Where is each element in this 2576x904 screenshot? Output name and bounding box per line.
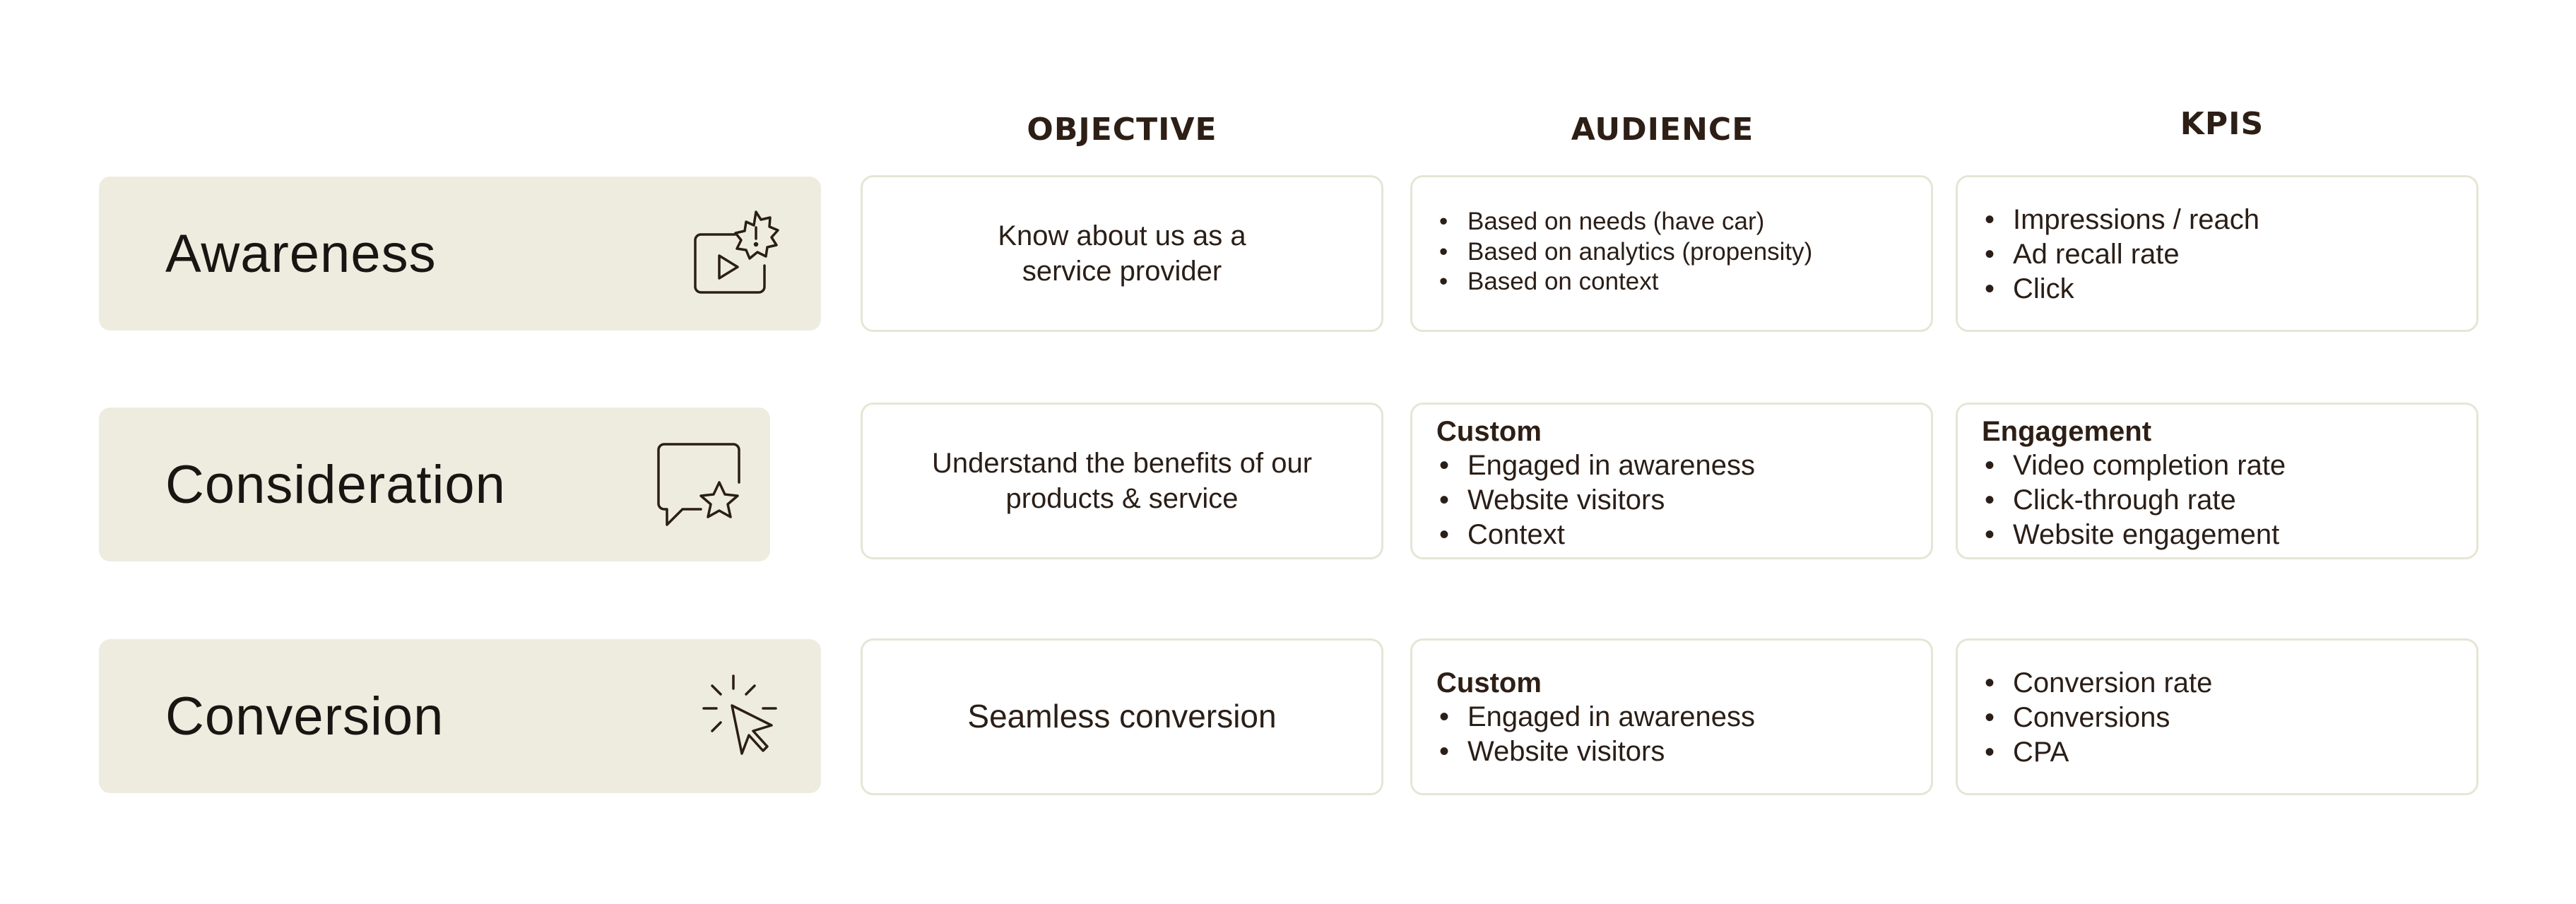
- audience-heading: Custom: [1436, 667, 1542, 698]
- list-item: Website visitors: [1436, 483, 1931, 518]
- kpis-heading: Engagement: [1982, 416, 2152, 447]
- list-item: CPA: [1982, 735, 2476, 770]
- kpis-list: Video completion rate Click-through rate…: [1982, 448, 2476, 552]
- stage-label: Awareness: [165, 223, 437, 284]
- objective-card-conversion: Seamless conversion: [861, 638, 1383, 795]
- objective-text: Seamless conversion: [967, 698, 1277, 735]
- list-item: Impressions / reach: [1982, 203, 2476, 237]
- kpis-list: Conversion rate Conversions CPA: [1982, 666, 2476, 769]
- list-item: Based on analytics (propensity): [1436, 237, 1931, 268]
- audience-list: Based on needs (have car) Based on analy…: [1436, 207, 1931, 297]
- audience-card-awareness: Based on needs (have car) Based on analy…: [1410, 175, 1933, 332]
- list-item: Conversions: [1982, 701, 2476, 735]
- kpis-list: Impressions / reach Ad recall rate Click: [1982, 203, 2476, 306]
- objective-card-consideration: Understand the benefits of our products …: [861, 403, 1383, 559]
- list-item: Based on context: [1436, 267, 1931, 297]
- objective-card-awareness: Know about us as a service provider: [861, 175, 1383, 332]
- audience-header: AUDIENCE: [1571, 112, 1754, 148]
- video-alert-icon: [691, 208, 783, 299]
- list-item: Video completion rate: [1982, 448, 2476, 483]
- chat-star-icon: [654, 439, 746, 530]
- cursor-click-icon: [692, 670, 784, 762]
- objective-text: Know about us as a service provider: [998, 220, 1246, 287]
- audience-card-conversion: Custom Engaged in awareness Website visi…: [1410, 638, 1933, 795]
- audience-list: Engaged in awareness Website visitors Co…: [1436, 448, 1931, 552]
- list-item: Website engagement: [1982, 518, 2476, 552]
- audience-list: Engaged in awareness Website visitors: [1436, 700, 1931, 769]
- stage-label: Consideration: [165, 454, 506, 515]
- list-item: Engaged in awareness: [1436, 448, 1931, 483]
- objective-header: OBJECTIVE: [1027, 112, 1217, 148]
- stage-consideration: Consideration: [99, 408, 770, 561]
- list-item: Based on needs (have car): [1436, 207, 1931, 237]
- stage-conversion: Conversion: [99, 639, 821, 793]
- kpis-card-consideration: Engagement Video completion rate Click-t…: [1956, 403, 2478, 559]
- kpis-card-conversion: Conversion rate Conversions CPA: [1956, 638, 2478, 795]
- stage-awareness: Awareness: [99, 177, 821, 331]
- audience-heading: Custom: [1436, 416, 1542, 447]
- kpis-header: KPIS: [2180, 106, 2264, 142]
- objective-text: Understand the benefits of our products …: [931, 448, 1313, 514]
- stage-label: Conversion: [165, 686, 444, 747]
- list-item: Click: [1982, 272, 2476, 307]
- list-item: Click-through rate: [1982, 483, 2476, 518]
- audience-card-consideration: Custom Engaged in awareness Website visi…: [1410, 403, 1933, 559]
- list-item: Context: [1436, 518, 1931, 552]
- list-item: Engaged in awareness: [1436, 700, 1931, 734]
- kpis-card-awareness: Impressions / reach Ad recall rate Click: [1956, 175, 2478, 332]
- list-item: Conversion rate: [1982, 666, 2476, 701]
- list-item: Website visitors: [1436, 734, 1931, 769]
- list-item: Ad recall rate: [1982, 237, 2476, 272]
